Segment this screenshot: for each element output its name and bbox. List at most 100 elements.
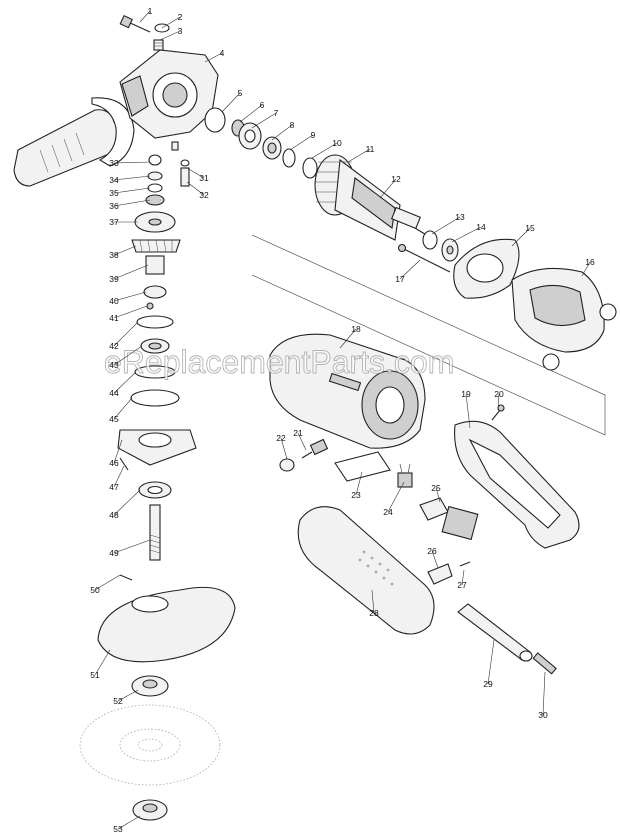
callout-4: 4 xyxy=(220,48,225,58)
leader-line-22 xyxy=(280,437,288,460)
leader-line-28 xyxy=(371,589,375,614)
leader-line-24 xyxy=(387,481,405,513)
inner-flange xyxy=(131,675,169,697)
callout-42: 42 xyxy=(109,341,119,351)
abrasive-wheel-outline xyxy=(79,704,221,786)
callout-6: 6 xyxy=(260,100,265,110)
leader-line-13 xyxy=(431,216,461,235)
tapping-screw-20 xyxy=(491,404,505,421)
callout-30: 30 xyxy=(538,710,548,720)
leader-line-3 xyxy=(159,30,181,41)
callout-27: 27 xyxy=(457,580,467,590)
rear-bearing xyxy=(422,230,459,262)
callout-2: 2 xyxy=(178,12,183,22)
leader-line-21 xyxy=(297,432,307,451)
side-handle xyxy=(13,97,135,187)
handle-half-28 xyxy=(297,506,435,635)
lead-terminal xyxy=(427,561,471,585)
leader-line-46 xyxy=(113,439,123,464)
leader-line-40 xyxy=(113,291,147,302)
leader-line-7 xyxy=(251,112,277,129)
callout-21: 21 xyxy=(293,428,303,438)
leader-line-43 xyxy=(113,345,143,366)
leader-line-6 xyxy=(239,104,263,123)
wheel-guard xyxy=(97,586,236,663)
leader-line-12 xyxy=(379,178,397,199)
callout-35: 35 xyxy=(109,188,119,198)
leader-line-52 xyxy=(117,689,139,702)
gear-housing xyxy=(119,49,219,139)
callout-52: 52 xyxy=(113,696,123,706)
callout-45: 45 xyxy=(109,414,119,424)
callout-47: 47 xyxy=(109,482,119,492)
front-bearing-stack xyxy=(204,107,318,179)
callout-44: 44 xyxy=(109,388,119,398)
name-plate xyxy=(334,451,391,482)
leader-line-1 xyxy=(139,10,151,23)
callout-13: 13 xyxy=(455,212,465,222)
leader-lines xyxy=(94,10,591,830)
leader-line-47 xyxy=(113,465,125,488)
leader-line-36 xyxy=(113,199,151,207)
leader-line-45 xyxy=(113,397,133,420)
leader-line-33 xyxy=(113,161,151,164)
leader-line-50 xyxy=(94,574,121,591)
field xyxy=(511,267,617,371)
carbon-brush-set xyxy=(279,438,329,472)
leader-line-11 xyxy=(347,148,371,163)
switch xyxy=(419,497,479,541)
leader-line-39 xyxy=(113,264,149,280)
callout-16: 16 xyxy=(585,257,595,267)
callout-8: 8 xyxy=(290,120,295,130)
leader-line-20 xyxy=(497,393,500,411)
handle-half-19 xyxy=(454,420,580,549)
leader-line-18 xyxy=(339,328,357,349)
callout-12: 12 xyxy=(391,174,401,184)
callout-7: 7 xyxy=(274,108,279,118)
leader-line-34 xyxy=(113,175,151,181)
leader-line-44 xyxy=(113,371,137,394)
callout-26: 26 xyxy=(427,546,437,556)
leader-line-41 xyxy=(113,305,148,319)
callout-41: 41 xyxy=(109,313,119,323)
leader-line-48 xyxy=(113,489,141,516)
callout-36: 36 xyxy=(109,201,119,211)
leader-line-26 xyxy=(431,550,439,569)
leader-line-53 xyxy=(117,815,141,830)
leader-line-10 xyxy=(311,142,338,159)
callout-28: 28 xyxy=(369,608,379,618)
leader-line-51 xyxy=(94,649,111,676)
callout-20: 20 xyxy=(494,389,504,399)
leader-line-29 xyxy=(487,639,495,685)
callout-18: 18 xyxy=(351,324,361,334)
leader-line-16 xyxy=(581,261,591,277)
leader-line-32 xyxy=(186,181,205,196)
watermark: eReplacementParts.com xyxy=(104,344,454,380)
callout-9: 9 xyxy=(311,130,316,140)
leader-line-2 xyxy=(161,16,181,29)
baffle-plate xyxy=(453,238,520,299)
leader-line-23 xyxy=(355,471,363,496)
callout-14: 14 xyxy=(476,222,486,232)
callout-40: 40 xyxy=(109,296,119,306)
callout-34: 34 xyxy=(109,175,119,185)
callout-10: 10 xyxy=(332,138,342,148)
leader-line-49 xyxy=(113,539,151,554)
callout-29: 29 xyxy=(483,679,493,689)
callout-17: 17 xyxy=(395,274,405,284)
leader-line-15 xyxy=(511,227,531,247)
leader-line-9 xyxy=(289,134,314,151)
callout-5: 5 xyxy=(238,88,243,98)
leader-line-14 xyxy=(451,226,482,243)
callout-38: 38 xyxy=(109,250,119,260)
motor-housing xyxy=(269,333,426,449)
callout-3: 3 xyxy=(178,26,183,36)
leader-line-31 xyxy=(186,167,205,179)
callout-43: 43 xyxy=(109,360,119,370)
tapping-screw-17 xyxy=(397,243,451,273)
lock-nut xyxy=(132,799,168,821)
callout-15: 15 xyxy=(525,223,535,233)
leader-line-30 xyxy=(542,671,546,716)
